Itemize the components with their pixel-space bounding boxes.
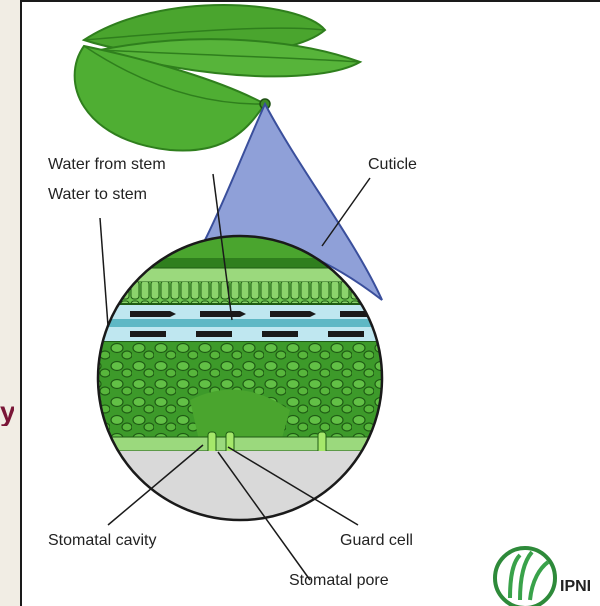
label-water-to-stem: Water to stem bbox=[48, 186, 147, 204]
label-stomatal-cavity: Stomatal cavity bbox=[48, 532, 156, 550]
leaf-illustration bbox=[75, 5, 360, 151]
label-cuticle: Cuticle bbox=[368, 156, 417, 174]
ipni-logo-icon bbox=[495, 548, 555, 606]
label-stomatal-pore: Stomatal pore bbox=[289, 572, 389, 590]
label-water-from-stem: Water from stem bbox=[48, 156, 166, 174]
ipni-logo-text: IPNI bbox=[560, 578, 591, 596]
label-guard-cell: Guard cell bbox=[340, 532, 413, 550]
